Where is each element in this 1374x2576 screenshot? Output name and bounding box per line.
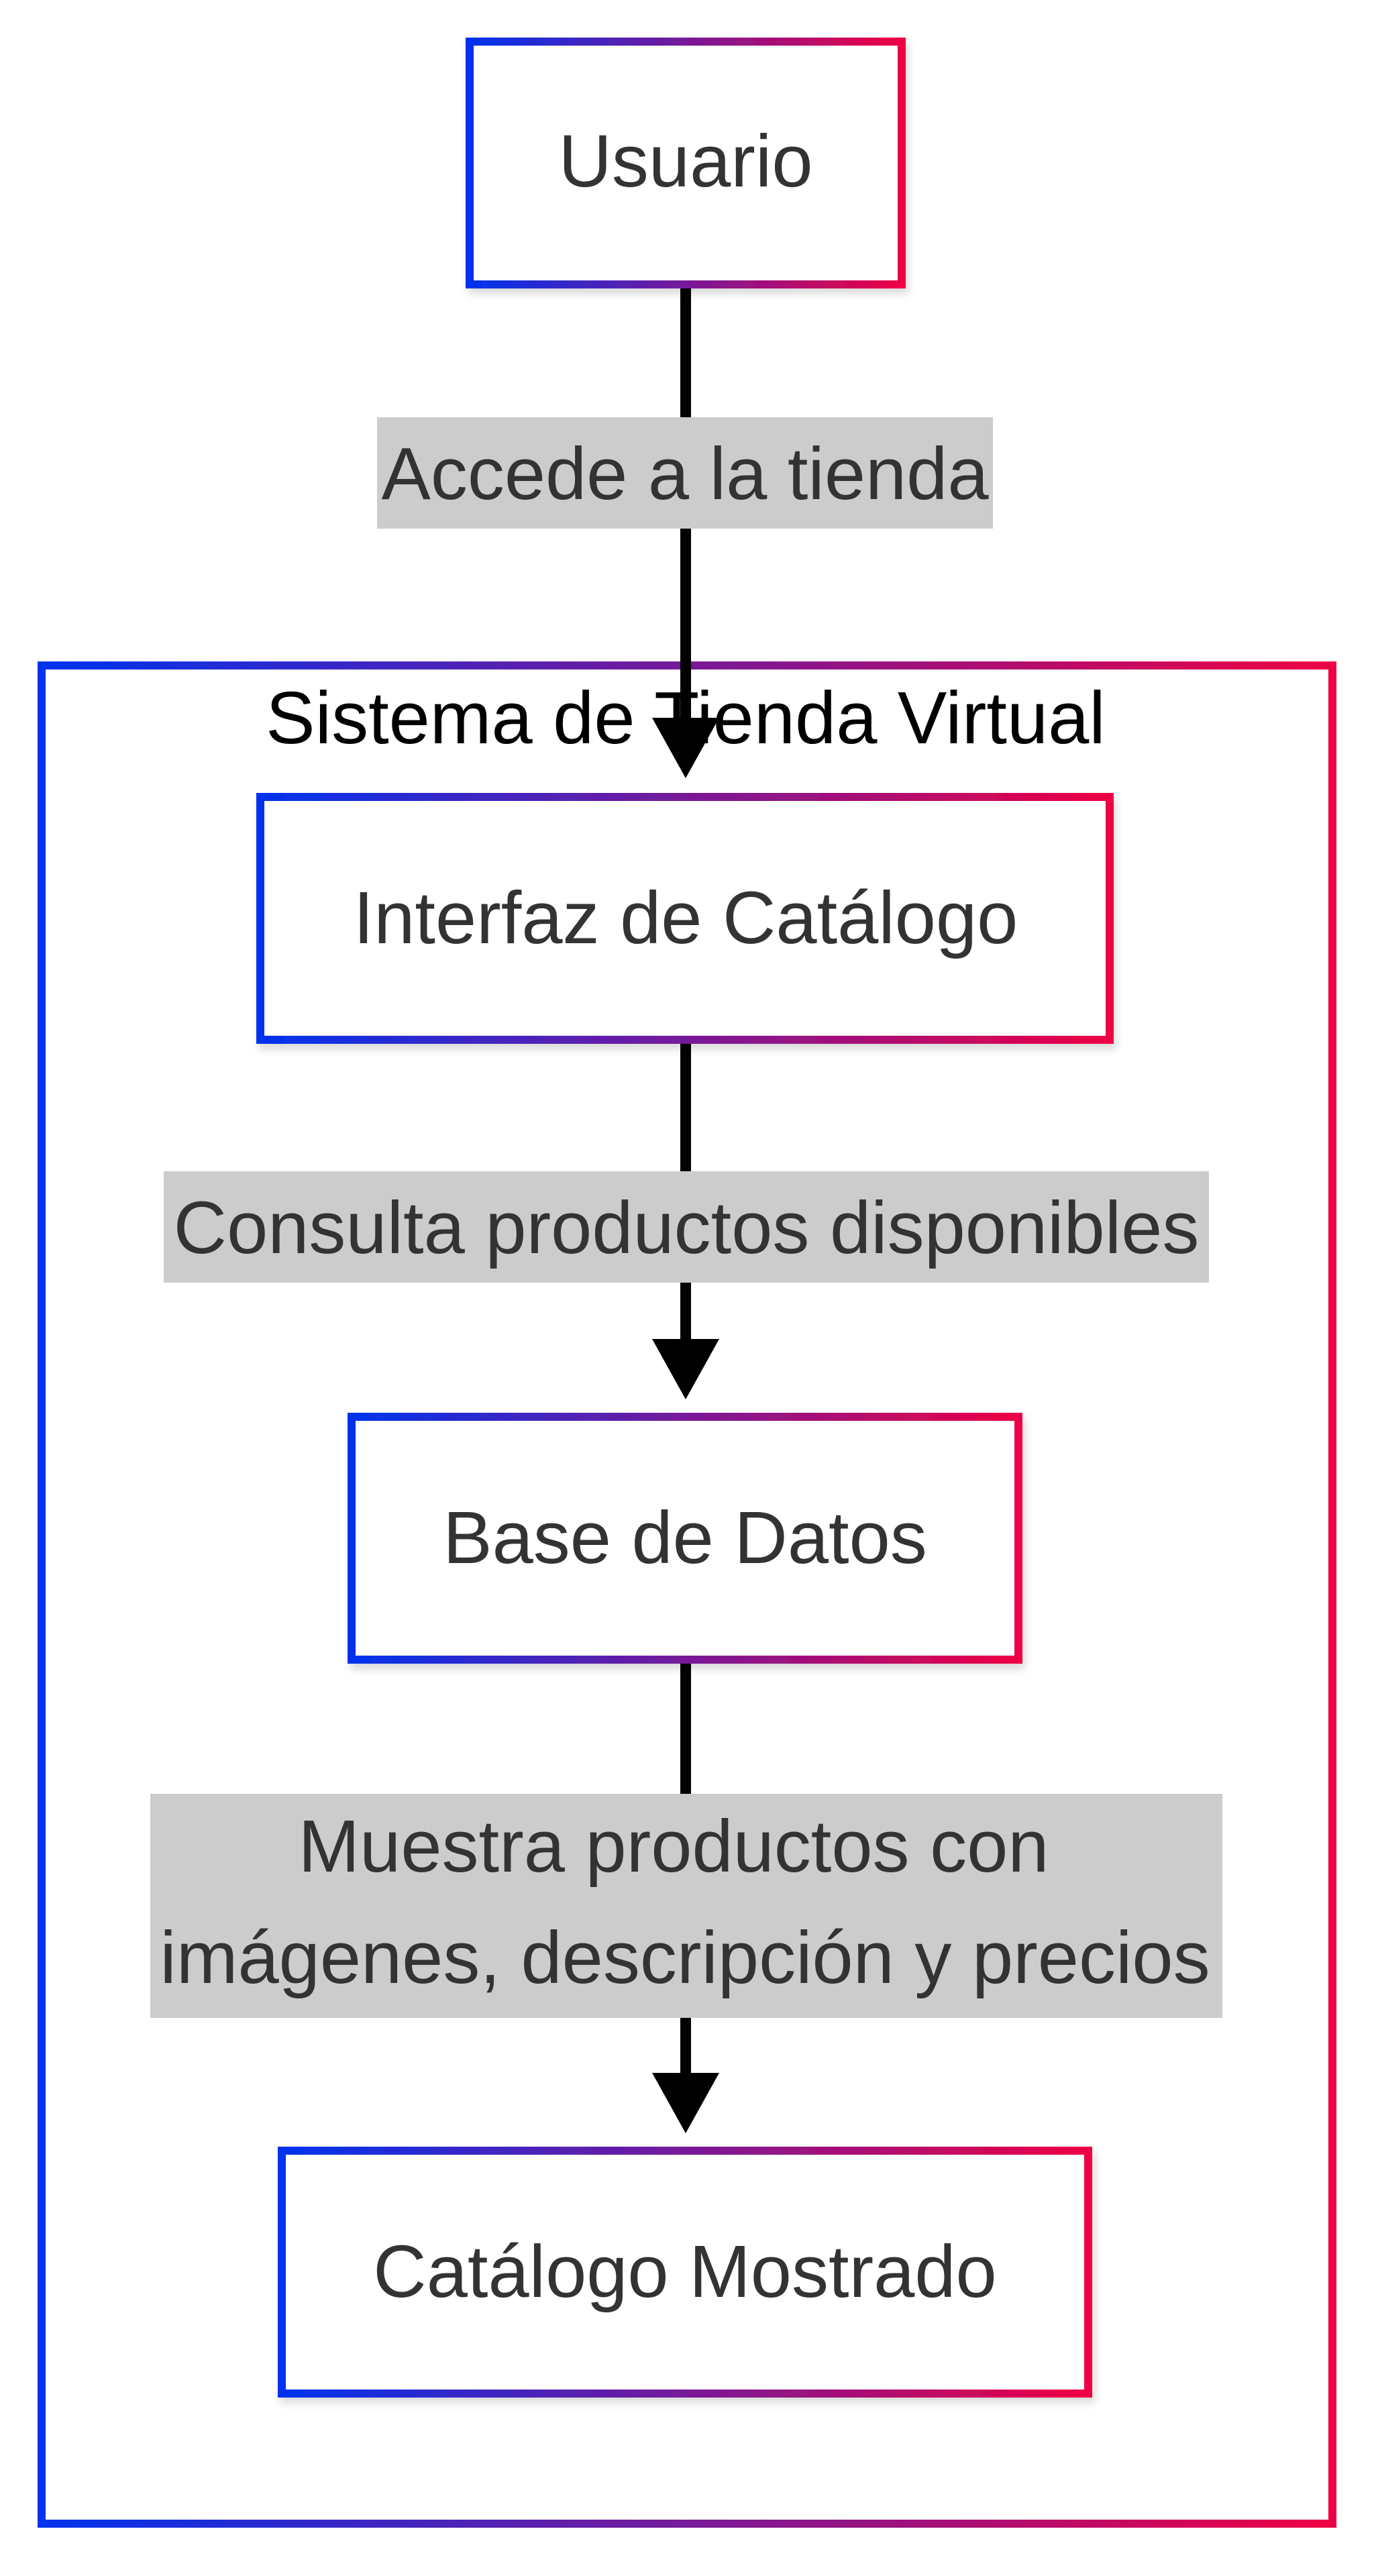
node-interfaz-de-catalogo[interactable]: Interfaz de Catálogo [256,793,1114,1044]
edge-label-background [150,1794,1222,2018]
arrowhead-base-datos [652,1339,719,1399]
edge-label-muestra: Muestra productos con imágenes, descripc… [150,1794,1222,2018]
arrowhead-interfaz [652,718,719,778]
edge-label-accede: Accede a la tienda [377,417,993,529]
node-box [256,793,1114,1044]
node-box [348,1413,1022,1664]
edge-label-text: Accede a la tienda [381,433,989,515]
node-catalogo-mostrado[interactable]: Catálogo Mostrado [278,2147,1092,2398]
node-base-de-datos[interactable]: Base de Datos [348,1413,1022,1664]
node-label: Usuario [558,120,812,203]
arrowheads [652,718,719,2133]
node-box [466,38,906,288]
edge-label-background [377,417,993,529]
node-box [278,2147,1092,2398]
edge-label-text-line1: Muestra productos con [299,1805,1049,1888]
arrowhead-catalogo [652,2073,719,2133]
edge-label-consulta: Consulta productos disponibles [164,1171,1209,1283]
node-usuario[interactable]: Usuario [466,38,906,288]
edge-label-background [164,1171,1209,1283]
node-label: Base de Datos [443,1497,927,1579]
edge-label-text: Consulta productos disponibles [174,1187,1200,1269]
node-label: Interfaz de Catálogo [354,877,1018,959]
node-label: Catálogo Mostrado [373,2231,996,2313]
edge-label-text-line2: imágenes, descripción y precios [160,1917,1210,1999]
